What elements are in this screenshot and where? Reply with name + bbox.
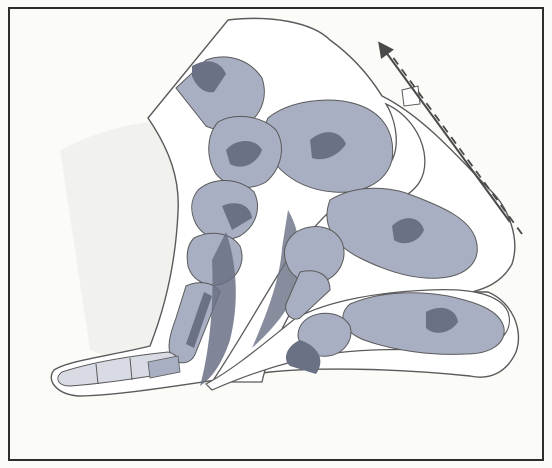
diagram-canvas <box>0 0 552 468</box>
foot-skeleton-diagram <box>0 0 552 468</box>
